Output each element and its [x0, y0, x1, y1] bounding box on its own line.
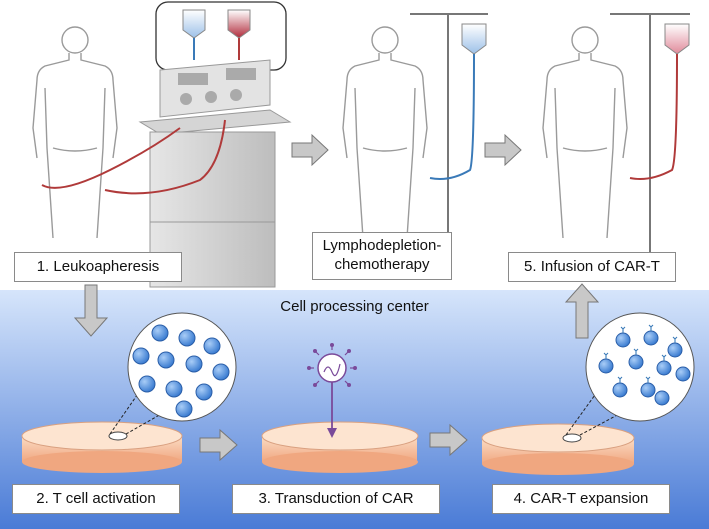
- label-lymphodepletion-line2: chemotherapy: [334, 256, 430, 273]
- culture-dish-transduction: [261, 421, 419, 473]
- activated-cells-magnified: [127, 312, 237, 422]
- arrow-down-to-activation: [73, 284, 109, 337]
- patient-figure-1: [32, 26, 118, 239]
- arrow-to-transduction: [199, 428, 238, 462]
- patient-figure-2: [342, 26, 428, 239]
- label-transduction: 3. Transduction of CAR: [232, 484, 440, 514]
- car-t-cells-magnified: [585, 312, 695, 422]
- culture-dish-expansion: [481, 375, 691, 475]
- arrow-up-to-infusion: [564, 283, 600, 339]
- label-infusion: 5. Infusion of CAR-T: [508, 252, 676, 282]
- viral-vector-icon: [307, 343, 357, 438]
- label-expansion: 4. CAR-T expansion: [492, 484, 670, 514]
- iv-stand-infusion: [610, 13, 690, 270]
- arrow-to-lymphodepletion: [291, 133, 329, 167]
- label-lymphodepletion: Lymphodepletion- chemotherapy: [312, 232, 452, 280]
- label-lymphodepletion-line1: Lymphodepletion-: [322, 237, 442, 255]
- arrow-to-infusion: [484, 133, 522, 167]
- iv-stand-chemotherapy: [410, 13, 488, 270]
- cell-processing-center-title: Cell processing center: [280, 298, 429, 315]
- apheresis-machine: [41, 1, 292, 288]
- arrow-to-expansion: [429, 423, 468, 457]
- label-leukoapheresis: 1. Leukoapheresis: [14, 252, 182, 282]
- label-t-cell-activation: 2. T cell activation: [12, 484, 180, 514]
- culture-dish-activation: [21, 375, 229, 473]
- patient-figure-3: [542, 26, 628, 239]
